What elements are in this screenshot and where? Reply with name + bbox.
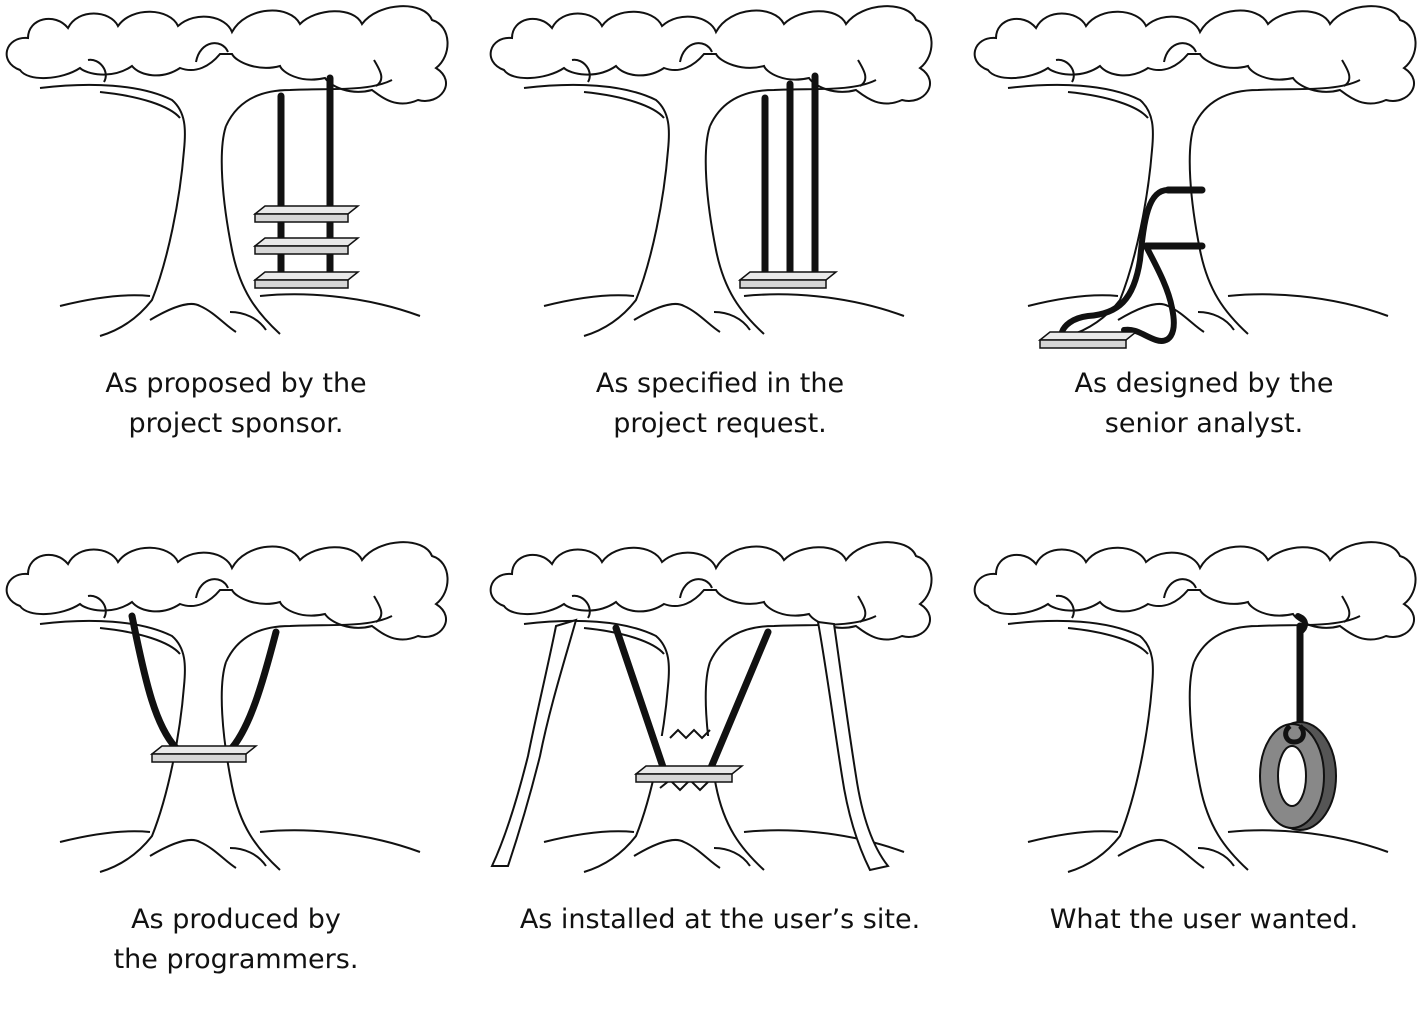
- ladder-swing-icon: [252, 74, 361, 289]
- three-rope-swing-icon: [737, 72, 839, 289]
- panel-caption: As proposed by the project sponsor.: [0, 364, 472, 444]
- caption-line-2: project request.: [613, 408, 827, 439]
- caption-line-1: As proposed by the: [105, 368, 367, 399]
- swing-icon: [128, 612, 280, 763]
- tree-icon: [973, 5, 1417, 349]
- swing-icon: [1037, 186, 1206, 349]
- caption-line-2: project sponsor.: [128, 408, 344, 439]
- caption-line-1: What the user wanted.: [1049, 904, 1359, 935]
- caption-line-2: the programmers.: [113, 944, 359, 975]
- panel-caption: As produced by the programmers.: [0, 900, 472, 980]
- swing-icon: [612, 624, 772, 783]
- panel-caption: As designed by the senior analyst.: [968, 364, 1418, 444]
- caption-line-1: As installed at the user’s site.: [519, 904, 921, 935]
- tree-icon: [489, 541, 933, 873]
- panel-caption: As specified in the project request.: [484, 364, 956, 444]
- tree-icon: [5, 541, 449, 873]
- prop-support-icon: [490, 618, 890, 872]
- panel-request: As specified in the project request.: [484, 0, 956, 490]
- caption-line-1: As specified in the: [595, 368, 845, 399]
- panel-caption: What the user wanted.: [968, 900, 1418, 940]
- panel-installed: As installed at the user’s site.: [484, 536, 956, 1026]
- caption-line-1: As designed by the: [1074, 368, 1334, 399]
- panel-programmers: As produced by the programmers.: [0, 536, 472, 1026]
- panel-sponsor: As proposed by the project sponsor.: [0, 0, 472, 490]
- panel-analyst: As designed by the senior analyst.: [968, 0, 1418, 490]
- tire-swing-icon: [1259, 613, 1337, 831]
- tree-icon: [973, 541, 1417, 873]
- panel-caption: As installed at the user’s site.: [484, 900, 956, 940]
- caption-line-2: senior analyst.: [1104, 408, 1304, 439]
- tree-icon: [5, 5, 449, 337]
- panel-wanted: What the user wanted.: [968, 536, 1418, 1026]
- tree-icon: [489, 5, 933, 337]
- caption-line-1: As produced by: [131, 904, 341, 935]
